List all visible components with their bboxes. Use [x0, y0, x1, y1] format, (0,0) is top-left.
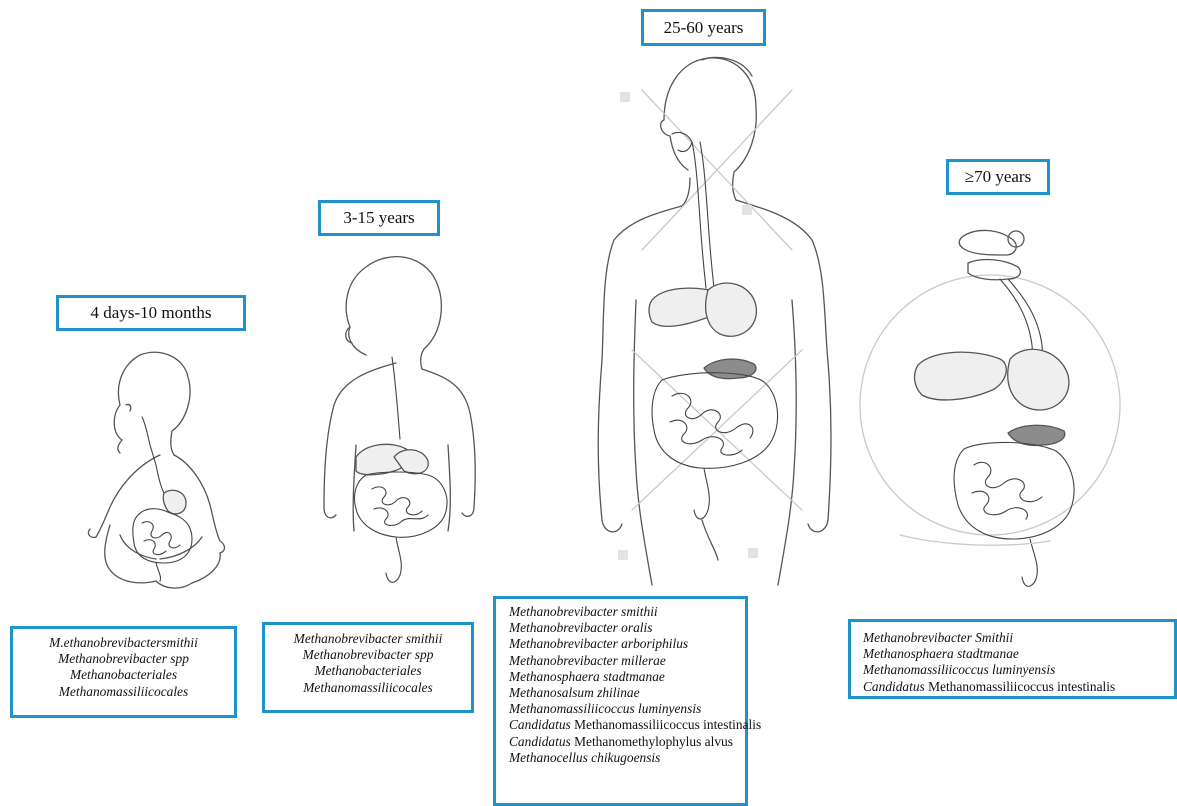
species-line: Candidatus Methanomassiliicoccus intesti… [863, 679, 1174, 695]
species-line: Methanobrevibacter smithii [265, 631, 471, 647]
child-outline [296, 245, 486, 590]
species-line: Methanobrevibacter smithii [509, 604, 745, 620]
species-list-infant: M.ethanobrevibactersmithii Methanobrevib… [10, 626, 237, 718]
species-line: Methanosphaera stadtmanae [509, 669, 745, 685]
watermark-square [618, 550, 628, 560]
species-line: Methanobrevibacter millerae [509, 653, 745, 669]
species-line: Methanomassiliicoccus luminyensis [863, 662, 1174, 678]
species-line: Methanosalsum zhilinae [509, 685, 745, 701]
adult-outline [592, 50, 842, 585]
species-line: Methanosphaera stadtmanae [863, 646, 1174, 662]
elderly-digestive-tract [880, 215, 1120, 600]
species-line: Methanobacteriales [265, 663, 471, 679]
species-line: Methanomassiliicoccus luminyensis [509, 701, 745, 717]
species-list-adult: Methanobrevibacter smithii Methanobrevib… [493, 596, 748, 806]
species-list-child: Methanobrevibacter smithii Methanobrevib… [262, 622, 474, 713]
age-label-text: 4 days-10 months [91, 303, 212, 323]
species-list-elderly: Methanobrevibacter Smithii Methanosphaer… [848, 619, 1177, 699]
species-line: Methanobrevibacter spp [13, 651, 234, 667]
watermark-square [620, 92, 630, 102]
species-line: Methanobrevibacter spp [265, 647, 471, 663]
species-line: M.ethanobrevibactersmithii [13, 635, 234, 651]
age-label-text: 3-15 years [343, 208, 414, 228]
species-line: Methanobrevibacter oralis [509, 620, 745, 636]
age-label-infant: 4 days-10 months [56, 295, 246, 331]
species-line: Candidatus Methanomethylophylus alvus [509, 734, 745, 750]
age-label-text: 25-60 years [664, 18, 744, 38]
species-line: Methanomassiliicocales [13, 684, 234, 700]
age-label-elderly: ≥70 years [946, 159, 1050, 195]
species-line: Methanobrevibacter Smithii [863, 630, 1174, 646]
species-line: Methanomassiliicocales [265, 680, 471, 696]
infant-outline [60, 345, 240, 595]
species-line: Methanobrevibacter arboriphilus [509, 636, 745, 652]
age-label-adult: 25-60 years [641, 9, 766, 46]
species-line: Candidatus Methanomassiliicoccus intesti… [509, 717, 745, 733]
species-line: Methanobacteriales [13, 667, 234, 683]
watermark-square [742, 205, 752, 215]
age-label-text: ≥70 years [965, 167, 1031, 187]
age-label-child: 3-15 years [318, 200, 440, 236]
species-line: Methanocellus chikugoensis [509, 750, 745, 766]
watermark-square [748, 548, 758, 558]
